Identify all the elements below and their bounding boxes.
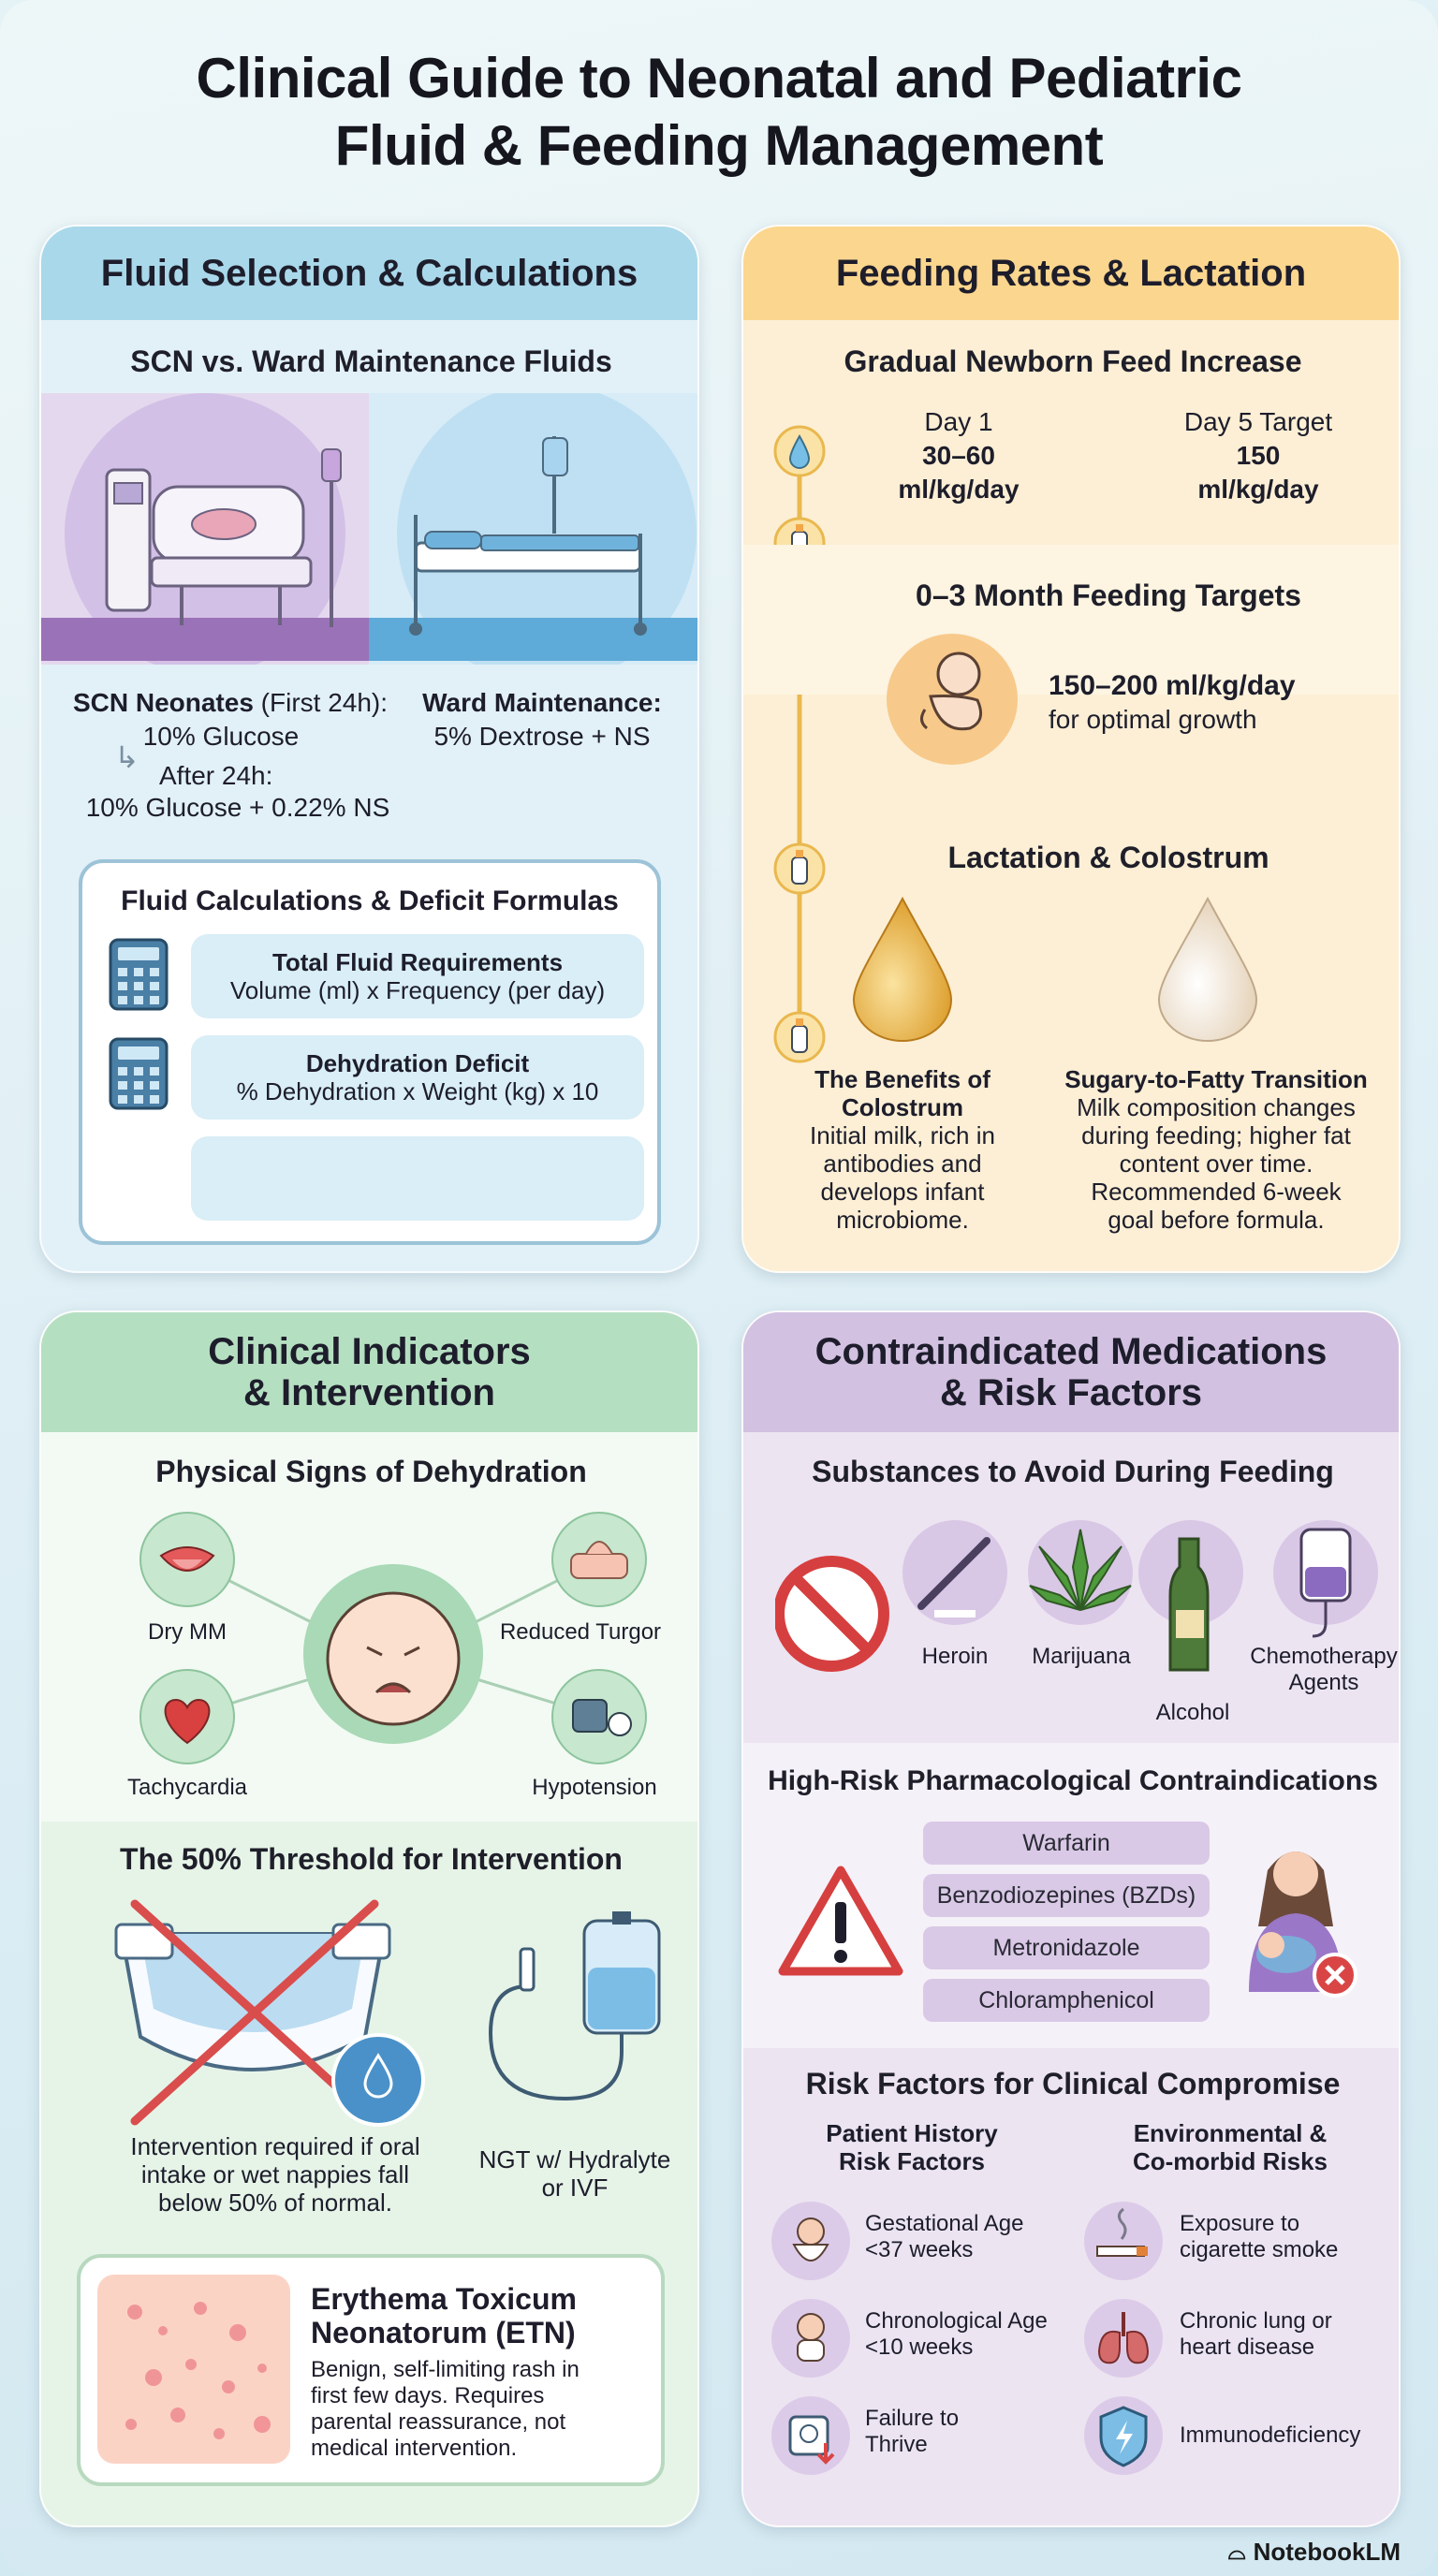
scale-down-icon (771, 2396, 850, 2475)
risk-factors-title: Risk Factors for Clinical Compromise (805, 2067, 1341, 2100)
ngt-text: NGT w/ Hydralyte or IVF (478, 2145, 671, 2202)
day1-unit: ml/kg/day (898, 475, 1020, 504)
transition-title: Sugary-to-Fatty Transition (1064, 1065, 1368, 1093)
fluid-selection-card: Fluid Selection & Calculations SCN vs. W… (39, 225, 699, 1273)
targets-band (743, 545, 1399, 695)
tachycardia-label: Tachycardia (126, 1775, 248, 1800)
reduced-turgor-label: Reduced Turgor (499, 1619, 662, 1645)
iv-bag-icon (488, 1911, 661, 2101)
heroin-label: Heroin (921, 1644, 989, 1669)
etn-title: Erythema Toxicum Neonatorum (ETN) (311, 2282, 577, 2349)
transition-text: Milk composition changes during feeding;… (1077, 1093, 1356, 1234)
hypotension-label: Hypotension (532, 1775, 657, 1800)
breastfeeding-mother-icon (1249, 1852, 1357, 1998)
dry-mm-label: Dry MM (148, 1619, 227, 1645)
dehydration-signs-diagram (139, 1512, 647, 1764)
risk-chronological-age: Chronological Age <10 weeks (865, 2308, 1048, 2360)
cigarette-icon (1084, 2202, 1163, 2280)
scn-neonates-label: SCN Neonates (First 24h): (72, 688, 389, 717)
notebooklm-logo-icon: ⌓ (1227, 2539, 1246, 2565)
meds-card-header: Contraindicated Medications & Risk Facto… (743, 1312, 1399, 1432)
feeding-rates-card: Feeding Rates & Lactation Gradual Newbor… (741, 225, 1401, 1273)
substances-illustration (775, 1520, 1378, 1672)
brand-logo: ⌓ NotebookLM (1227, 2538, 1401, 2566)
drug-benzodiazepines: Benzodiozepines (BZDs) (923, 1874, 1210, 1917)
ward-maintenance-value: 5% Dextrose + NS (433, 722, 651, 751)
total-fluid-formula: Total Fluid Requirements Volume (ml) x F… (191, 934, 644, 1018)
etn-box: Erythema Toxicum Neonatorum (ETN) Benign… (77, 2254, 665, 2486)
threshold-title: The 50% Threshold for Intervention (120, 1842, 623, 1876)
colostrum-title: The Benefits of Colostrum (814, 1065, 990, 1121)
day5-unit: ml/kg/day (1197, 475, 1319, 504)
pharm-title: High-Risk Pharmacological Contraindicati… (768, 1765, 1378, 1796)
fluid-calculations-title: Fluid Calculations & Deficit Formulas (121, 886, 619, 916)
day5-label: Day 5 Target (1183, 407, 1333, 436)
ward-maintenance-label: Ward Maintenance: (422, 688, 662, 717)
day1-value: 30–60 (922, 441, 995, 470)
risk-gestational-age: Gestational Age <37 weeks (865, 2211, 1024, 2262)
feeding-targets-note: for optimal growth (1049, 705, 1257, 734)
chemotherapy-label: Chemotherapy Agents (1250, 1644, 1398, 1695)
warning-icon (778, 1866, 903, 1976)
infant-icon (887, 634, 1018, 765)
feeding-card-header: Feeding Rates & Lactation (743, 227, 1399, 320)
lactation-title: Lactation & Colostrum (947, 841, 1269, 874)
risk-failure-to-thrive: Failure to Thrive (865, 2406, 960, 2457)
calculator-icon (109, 938, 169, 1011)
risk-immunodeficiency: Immunodeficiency (1180, 2422, 1361, 2448)
contraindicated-meds-card: Contraindicated Medications & Risk Facto… (741, 1310, 1401, 2527)
after-24h-label: After 24h: (159, 761, 273, 790)
page-title: Clinical Guide to Neonatal and Pediatric… (196, 47, 1242, 177)
arrow-down-right-icon: ↳ (114, 740, 139, 774)
mature-milk-drop-icon (1157, 896, 1258, 1042)
dehydration-signs-title: Physical Signs of Dehydration (155, 1455, 587, 1488)
threshold-text: Intervention required if oral intake or … (130, 2132, 420, 2217)
colostrum-drop-icon (852, 896, 953, 1042)
risk-chronic-disease: Chronic lung or heart disease (1180, 2308, 1332, 2360)
rash-image (97, 2275, 290, 2464)
scn-ward-section-title: SCN vs. Ward Maintenance Fluids (130, 344, 612, 378)
risk-cigarette-smoke: Exposure to cigarette smoke (1180, 2211, 1339, 2262)
drug-metronidazole: Metronidazole (923, 1926, 1210, 1969)
substances-title: Substances to Avoid During Feeding (812, 1455, 1334, 1488)
etn-text: Benign, self-limiting rash in first few … (311, 2357, 580, 2461)
feeding-timeline (773, 425, 826, 1063)
clinical-indicators-card: Clinical Indicators & Intervention Physi… (39, 1310, 699, 2527)
swaddled-baby-icon (771, 2202, 850, 2280)
patient-history-header: Patient History Risk Factors (826, 2119, 998, 2175)
drug-warfarin: Warfarin (923, 1822, 1210, 1865)
fluid-card-header: Fluid Selection & Calculations (41, 227, 697, 320)
environmental-risks-header: Environmental & Co-morbid Risks (1132, 2119, 1328, 2175)
diaper-crossed-icon (114, 1899, 425, 2127)
day5-value: 150 (1236, 441, 1281, 470)
ward-bed-icon (409, 436, 647, 636)
lungs-icon (1084, 2299, 1163, 2378)
scn-neonates-value: 10% Glucose (142, 722, 300, 751)
after-24h-value: 10% Glucose + 0.22% NS (85, 793, 390, 822)
infant-sitting-icon (771, 2299, 850, 2378)
marijuana-label: Marijuana (1032, 1644, 1131, 1669)
feeding-targets-value: 150–200 ml/kg/day (1049, 670, 1296, 701)
alcohol-label: Alcohol (1155, 1700, 1230, 1725)
colostrum-text: Initial milk, rich in antibodies and dev… (810, 1121, 995, 1234)
shield-icon (1084, 2396, 1163, 2475)
empty-formula-slot (191, 1136, 644, 1221)
drug-chloramphenicol: Chloramphenicol (923, 1979, 1210, 2022)
fluid-calculations-box: Fluid Calculations & Deficit Formulas To… (79, 859, 661, 1245)
clinical-card-header: Clinical Indicators & Intervention (41, 1312, 697, 1432)
calculator-icon (109, 1037, 169, 1110)
water-down-icon (331, 2033, 425, 2127)
feeding-targets-title: 0–3 Month Feeding Targets (916, 578, 1301, 612)
feed-increase-title: Gradual Newborn Feed Increase (844, 344, 1302, 378)
dehydration-deficit-formula: Dehydration Deficit % Dehydration x Weig… (191, 1035, 644, 1120)
day1-label: Day 1 (924, 407, 993, 436)
incubator-icon (105, 448, 342, 627)
scn-ward-illustration (41, 393, 697, 665)
